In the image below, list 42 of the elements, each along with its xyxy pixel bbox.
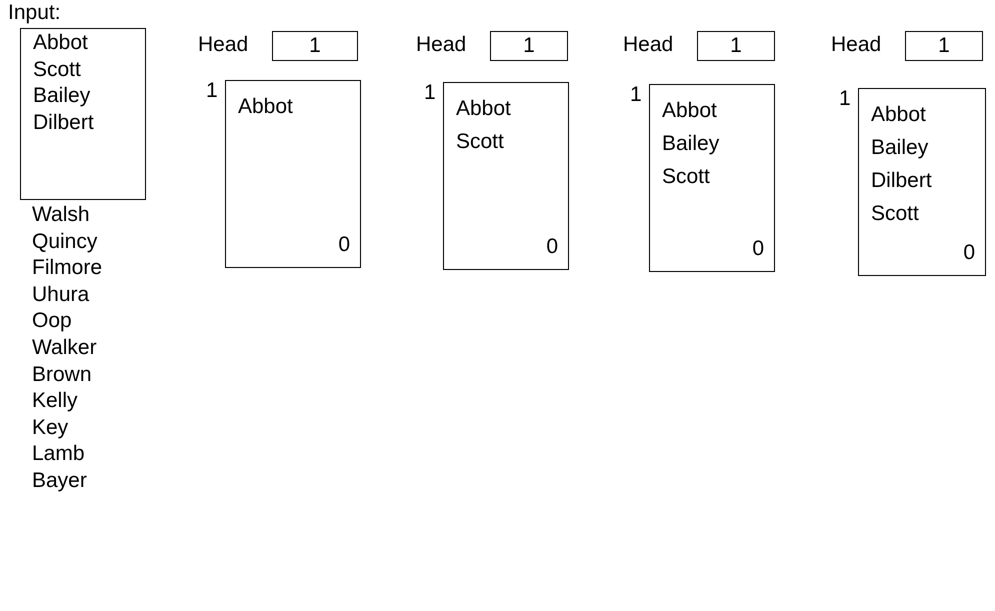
name-entry: Key — [32, 416, 68, 440]
name-entry: Scott — [456, 130, 504, 154]
name-entry: Scott — [871, 202, 919, 226]
page-link-value: 0 — [338, 233, 350, 257]
name-entry: Abbot — [662, 99, 717, 123]
page-number: 1 — [630, 83, 642, 107]
name-entry: Oop — [32, 309, 72, 334]
name-entry: Walker — [32, 336, 97, 360]
name-entry: Scott — [662, 165, 710, 189]
name-entry: Scott — [33, 58, 81, 82]
pointer-value: 1 — [308, 34, 322, 58]
name-entry: Bayer — [32, 469, 87, 493]
name-entry: Uhura — [32, 282, 90, 307]
head-label: Head — [416, 33, 466, 57]
pointer-value: 1 — [522, 34, 536, 58]
page-number: 1 — [206, 79, 218, 103]
name-entry: Brown — [32, 362, 92, 387]
head-label: Head — [198, 33, 248, 57]
name-entry: Bailey — [33, 84, 90, 108]
list-heading: Input: — [8, 1, 61, 25]
page-link-value: 0 — [752, 237, 764, 261]
name-entry: Abbot — [456, 97, 511, 121]
name-entry: Abbot — [238, 95, 293, 119]
name-entry: Dilbert — [871, 169, 932, 193]
name-entry: Walsh — [32, 203, 90, 227]
name-entry: Bailey — [871, 136, 928, 160]
name-entry: Filmore — [32, 256, 102, 280]
page-number: 1 — [839, 87, 851, 111]
page-link-value: 0 — [546, 235, 558, 259]
pointer-value: 1 — [729, 34, 743, 58]
page-link-value: 0 — [963, 241, 975, 265]
name-entry: Kelly — [32, 389, 78, 414]
head-label: Head — [831, 33, 882, 57]
name-entry: Abbot — [871, 103, 926, 127]
page-number: 1 — [424, 81, 436, 105]
name-entry: Quincy — [32, 230, 98, 254]
head-label: Head — [623, 33, 674, 57]
pointer-value: 1 — [937, 34, 951, 58]
name-entry: Lamb — [32, 442, 85, 466]
name-entry: Abbot — [33, 31, 88, 55]
name-entry: Bailey — [662, 132, 720, 156]
name-entry: Dilbert — [33, 110, 94, 134]
